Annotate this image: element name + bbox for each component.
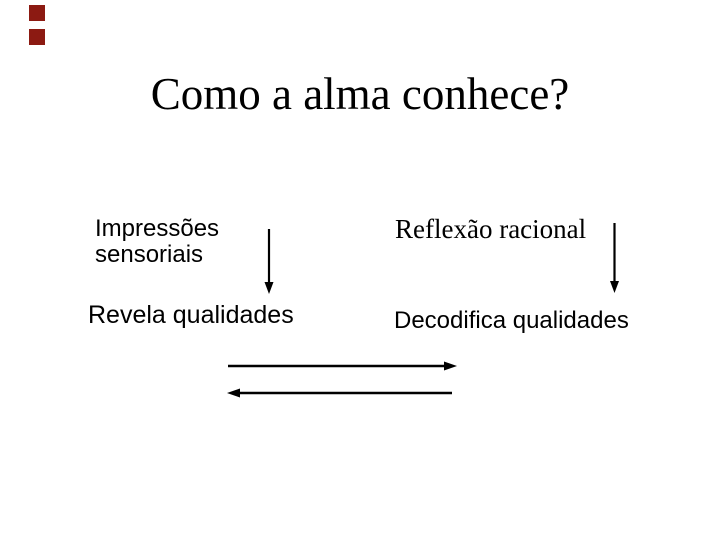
- backward-arrow: [227, 388, 452, 398]
- left-result-label: Revela qualidades: [88, 301, 294, 329]
- forward-arrow: [228, 361, 457, 371]
- decoration-square-top: [29, 5, 45, 21]
- left-down-arrow: [264, 229, 274, 294]
- right-process-label: Reflexão racional: [395, 214, 587, 244]
- right-down-arrow: [610, 223, 619, 293]
- right-result-label: Decodifica qualidades: [394, 307, 629, 334]
- slide-title: Como a alma conhece?: [150, 69, 570, 119]
- left-process-label: Impressões sensoriais: [95, 215, 220, 268]
- decoration-square-bottom: [29, 29, 45, 45]
